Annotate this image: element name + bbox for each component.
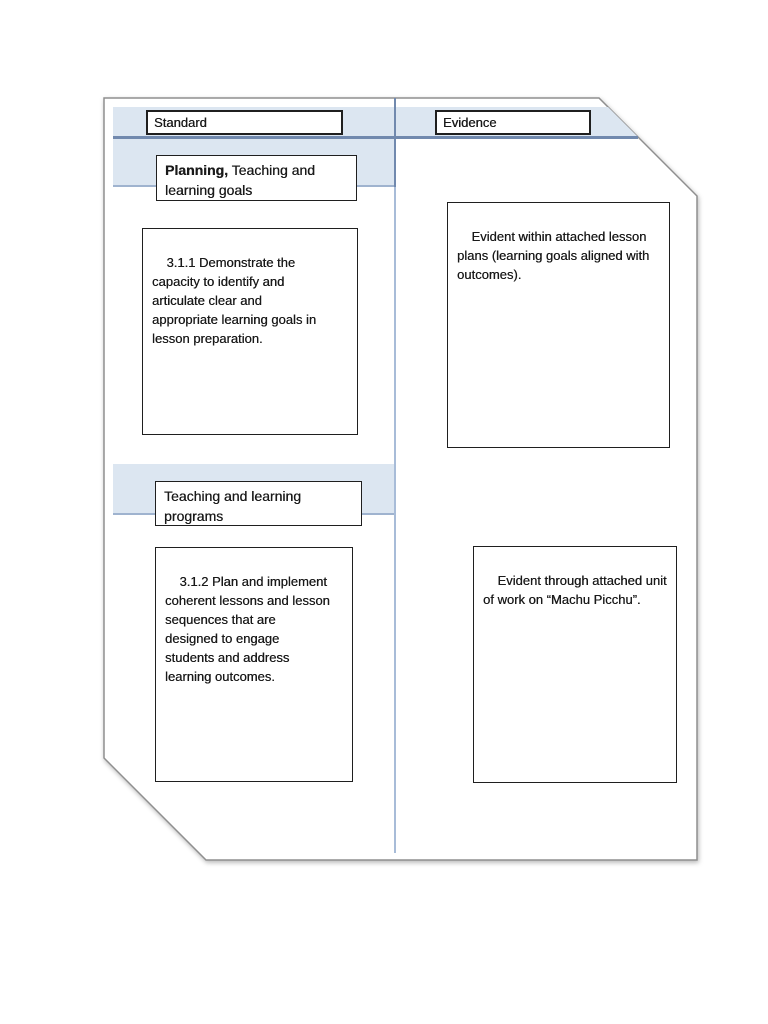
evidence-3-1-1-box: Evident within attached lesson plans (le… [447,202,670,448]
category-planning-lead-text: Planning, [165,162,228,178]
column-divider-header-segment [394,98,396,187]
evidence-column-header-label: Evidence [443,115,497,130]
category-programs-rest-text: Teaching and learning programs [164,488,301,524]
standard-3-1-2-box: 3.1.2 Plan and implement coherent lesson… [155,547,353,782]
category-box-planning: Planning, Teaching and learning goals [156,155,357,201]
category-box-programs: Teaching and learning programs [155,481,362,526]
category-planning-rest-text: Teaching and learning goals [165,162,315,198]
standard-3-1-1-box: 3.1.1 Demonstrate the capacity to identi… [142,228,358,435]
header-underline [113,136,638,139]
evidence-3-1-2-box: Evident through attached unit of work on… [473,546,677,783]
standard-3-1-2-text: 3.1.2 Plan and implement coherent lesson… [165,574,330,684]
column-divider-line [394,98,396,853]
standard-column-header-box: Standard [146,110,343,135]
evidence-3-1-1-text: Evident within attached lesson plans (le… [457,229,650,282]
evidence-column-header-box: Evidence [435,110,591,135]
standard-column-header-label: Standard [154,115,207,130]
standard-3-1-1-text: 3.1.1 Demonstrate the capacity to identi… [152,255,317,346]
evidence-3-1-2-text: Evident through attached unit of work on… [483,573,667,607]
